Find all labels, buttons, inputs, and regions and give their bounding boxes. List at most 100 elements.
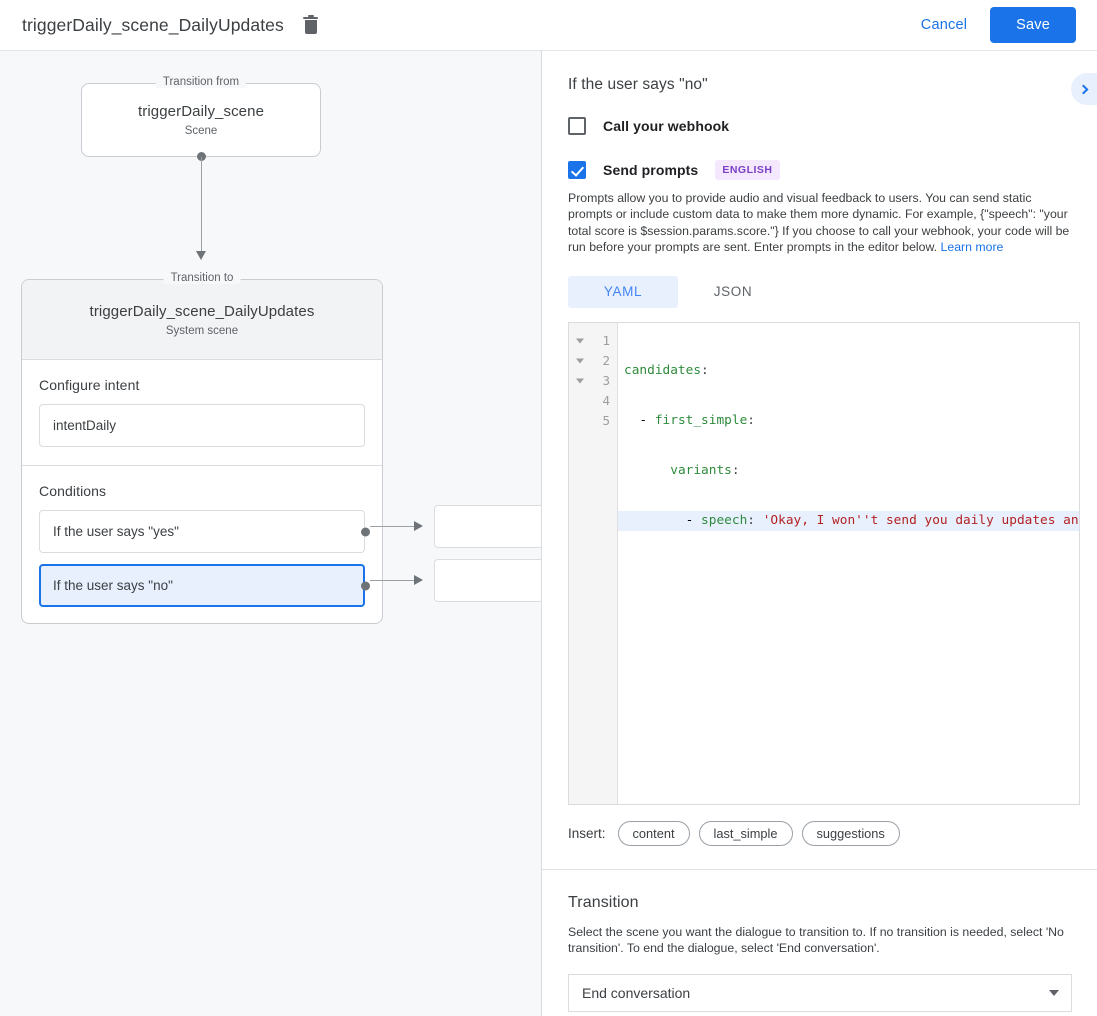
code-indent: - xyxy=(624,512,702,528)
stub-connector-arrow-icon xyxy=(414,521,423,531)
fold-triangle-icon[interactable] xyxy=(576,378,584,384)
condition-connector-dot xyxy=(361,581,370,590)
chevron-down-icon xyxy=(1049,990,1059,997)
graph-canvas[interactable]: Transition from triggerDaily_scene Scene… xyxy=(0,51,541,1016)
line-number: 2 xyxy=(602,353,610,369)
delete-button[interactable] xyxy=(297,11,325,39)
language-badge: ENGLISH xyxy=(715,160,780,180)
line-number: 4 xyxy=(602,393,610,409)
save-button[interactable]: Save xyxy=(990,7,1076,43)
call-webhook-label: Call your webhook xyxy=(603,118,730,134)
insert-label: Insert: xyxy=(568,825,606,841)
target-node-placeholder[interactable] xyxy=(434,505,541,548)
intent-field[interactable]: intentDaily xyxy=(39,404,365,447)
node-from-legend: Transition from xyxy=(155,76,247,88)
insert-chip-content[interactable]: content xyxy=(617,820,690,846)
code-indent xyxy=(624,463,670,478)
node-transition-from[interactable]: Transition from triggerDaily_scene Scene xyxy=(81,76,321,157)
transition-select-value: End conversation xyxy=(582,985,691,1002)
code-line: - first_simple: xyxy=(618,411,1079,431)
code-key: variants xyxy=(670,462,732,478)
connector-dot xyxy=(197,152,206,161)
panel-header: If the user says "no" xyxy=(542,51,1097,94)
node-transition-to[interactable]: Transition to triggerDaily_scene_DailyUp… xyxy=(21,272,383,625)
line-number: 5 xyxy=(602,413,610,429)
connector-arrow-icon xyxy=(196,251,206,260)
code-key: candidates xyxy=(624,362,702,378)
editor-code-area[interactable]: candidates: - first_simple: variants: - … xyxy=(618,323,1079,804)
panel-title: If the user says "no" xyxy=(568,76,708,93)
node-to-legend: Transition to xyxy=(163,272,241,284)
chevron-right-icon xyxy=(1078,84,1089,94)
trash-icon xyxy=(303,14,319,34)
node-to-divider xyxy=(22,465,382,466)
editor-gutter: 1 2 3 4 5 xyxy=(569,322,618,804)
send-prompts-description-text: Prompts allow you to provide audio and v… xyxy=(568,191,1070,255)
stub-connector-arrow-icon xyxy=(414,575,423,585)
call-webhook-checkbox[interactable] xyxy=(568,117,586,135)
send-prompts-label: Send prompts xyxy=(603,162,699,178)
transition-section: Transition Select the scene you want the… xyxy=(542,870,1097,1013)
connector-line xyxy=(201,157,202,253)
gutter-row: 4 xyxy=(569,391,617,411)
node-from-title: triggerDaily_scene xyxy=(137,103,265,120)
code-punct: : xyxy=(701,362,709,378)
gutter-row: 1 xyxy=(569,331,617,351)
section-divider xyxy=(542,868,1097,870)
node-to-header: triggerDaily_scene_DailyUpdates System s… xyxy=(22,280,382,360)
tab-json[interactable]: JSON xyxy=(713,284,753,300)
expand-panel-button[interactable] xyxy=(1071,73,1097,105)
code-punct: : xyxy=(747,512,763,528)
code-string: 'Okay, I won''t send you daily updates a… xyxy=(762,512,1079,528)
insert-chips-row: Insert: content last_simple suggestions xyxy=(568,820,1097,846)
send-prompts-checkbox[interactable] xyxy=(568,161,586,179)
code-punct: : xyxy=(747,412,755,428)
code-indent: - xyxy=(624,412,655,428)
send-prompts-row[interactable]: Send prompts ENGLISH xyxy=(542,160,1097,180)
line-number: 3 xyxy=(602,373,610,389)
condition-row: If the user says "no" xyxy=(39,564,370,607)
conditions-section: Conditions If the user says "yes" If the… xyxy=(22,466,382,625)
code-line-active: - speech: 'Okay, I won''t send you daily… xyxy=(618,510,1079,531)
fold-triangle-icon[interactable] xyxy=(576,338,584,344)
top-app-bar: triggerDaily_scene_DailyUpdates Cancel S… xyxy=(0,0,1097,51)
learn-more-link[interactable]: Learn more xyxy=(940,240,1004,255)
prompt-code-editor[interactable]: 1 2 3 4 5 candidates: - first_simple: va… xyxy=(568,321,1080,805)
page-title: triggerDaily_scene_DailyUpdates xyxy=(22,14,284,35)
tab-yaml[interactable]: YAML xyxy=(568,275,678,308)
line-number: 1 xyxy=(602,333,610,349)
code-key: speech xyxy=(701,512,748,528)
gutter-row: 2 xyxy=(569,351,617,371)
code-line xyxy=(618,561,1079,581)
condition-connector-dot xyxy=(361,527,370,536)
stub-connector-line xyxy=(370,526,416,527)
conditions-label: Conditions xyxy=(39,483,107,499)
node-to-title: triggerDaily_scene_DailyUpdates xyxy=(89,302,315,320)
insert-chip-suggestions[interactable]: suggestions xyxy=(801,820,900,846)
gutter-row: 5 xyxy=(569,411,617,431)
condition-row: If the user says "yes" xyxy=(39,510,370,553)
node-to-subtitle: System scene xyxy=(165,324,239,337)
format-tabs: YAML JSON xyxy=(568,275,1097,308)
gutter-row: 3 xyxy=(569,371,617,391)
configure-intent-section: Configure intent intentDaily xyxy=(22,360,382,465)
stub-connector-line xyxy=(370,580,416,581)
send-prompts-description: Prompts allow you to provide audio and v… xyxy=(568,190,1072,256)
call-webhook-row[interactable]: Call your webhook xyxy=(542,117,1097,135)
configure-intent-label: Configure intent xyxy=(39,377,140,393)
code-line: variants: xyxy=(618,461,1079,481)
condition-item-no[interactable]: If the user says "no" xyxy=(39,564,365,607)
cancel-button[interactable]: Cancel xyxy=(909,9,979,41)
transition-select[interactable]: End conversation xyxy=(568,974,1072,1013)
transition-description: Select the scene you want the dialogue t… xyxy=(568,924,1064,956)
detail-panel: If the user says "no" Call your webhook … xyxy=(541,51,1097,1016)
target-node-placeholder[interactable] xyxy=(434,559,541,602)
fold-triangle-icon[interactable] xyxy=(576,358,584,364)
code-key: first_simple xyxy=(654,412,748,428)
code-line: candidates: xyxy=(618,361,1079,381)
transition-title: Transition xyxy=(568,893,639,911)
node-from-subtitle: Scene xyxy=(184,125,218,137)
condition-item-yes[interactable]: If the user says "yes" xyxy=(39,510,365,553)
code-punct: : xyxy=(731,462,740,478)
insert-chip-last-simple[interactable]: last_simple xyxy=(698,820,793,846)
